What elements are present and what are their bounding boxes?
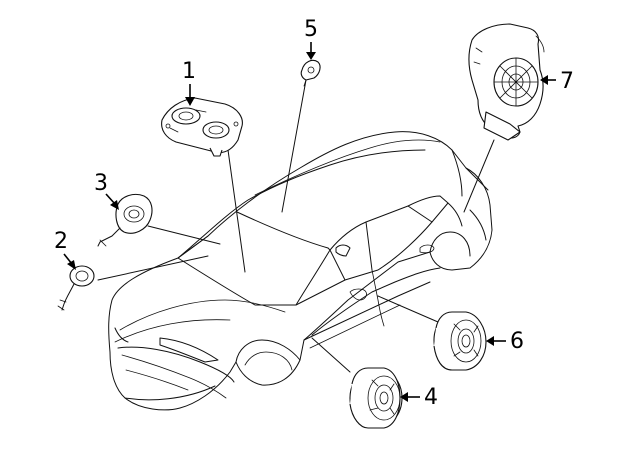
callout-number-5: 5 bbox=[304, 17, 318, 42]
callout-number-6: 6 bbox=[510, 329, 524, 354]
callout-arrowhead-7 bbox=[540, 75, 548, 85]
part-6-woofer bbox=[433, 311, 487, 371]
callout-arrowhead-6 bbox=[486, 336, 494, 346]
part-4-woofer bbox=[349, 367, 403, 429]
callout-number-2: 2 bbox=[54, 229, 68, 254]
leader-lines bbox=[97, 79, 495, 373]
part-1-rear-speaker-assembly bbox=[161, 97, 243, 157]
callout-1: 1 bbox=[182, 59, 196, 106]
callout-4: 4 bbox=[400, 385, 438, 410]
callout-6: 6 bbox=[486, 329, 524, 354]
part-3-tweeter-bracket bbox=[97, 193, 153, 247]
callout-arrowhead-4 bbox=[400, 392, 408, 402]
callout-arrowhead-5 bbox=[306, 52, 316, 60]
callout-number-1: 1 bbox=[182, 59, 196, 84]
callout-3: 3 bbox=[94, 171, 119, 210]
callout-arrowhead-1 bbox=[185, 97, 195, 106]
callout-arrowhead-3 bbox=[110, 200, 119, 210]
callout-number-3: 3 bbox=[94, 171, 108, 196]
vehicle-outline bbox=[108, 131, 493, 411]
part-7-amplifier bbox=[468, 23, 545, 141]
callout-arrowhead-2 bbox=[67, 260, 76, 270]
callout-7: 7 bbox=[540, 69, 574, 94]
callout-5: 5 bbox=[304, 17, 318, 60]
callout-number-4: 4 bbox=[424, 385, 438, 410]
callout-number-7: 7 bbox=[560, 69, 574, 94]
callout-arrow-3 bbox=[105, 193, 116, 205]
part-5-clip bbox=[300, 59, 321, 87]
callout-2: 2 bbox=[54, 229, 76, 270]
part-2-tweeter bbox=[57, 265, 95, 311]
